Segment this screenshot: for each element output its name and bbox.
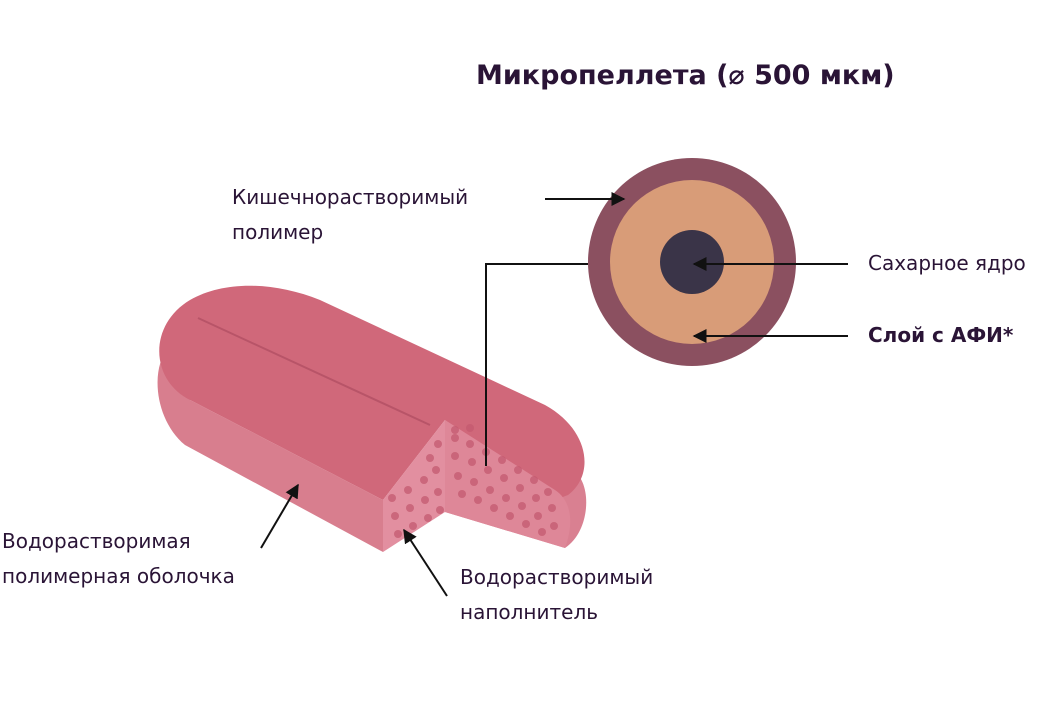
filler-dot <box>544 488 552 496</box>
filler-dot <box>486 486 494 494</box>
filler-dot <box>502 494 510 502</box>
filler-dot <box>454 472 462 480</box>
filler-dot <box>466 424 474 432</box>
filler-dot <box>451 434 459 442</box>
filler-dots <box>388 424 558 538</box>
filler-dot <box>530 476 538 484</box>
filler-dot <box>468 458 476 466</box>
filler-dot <box>432 466 440 474</box>
label-enteric-polymer: Кишечнорастворимый полимер <box>232 180 468 250</box>
filler-dot <box>500 474 508 482</box>
label-water-soluble-shell-line1: Водорастворимая <box>2 529 191 553</box>
filler-dot <box>409 522 417 530</box>
filler-dot <box>518 502 526 510</box>
filler-dot <box>436 506 444 514</box>
connector-pellet-to-tablet <box>485 263 588 466</box>
tablet-top <box>159 285 585 500</box>
filler-dot <box>522 520 530 528</box>
filler-dot <box>474 496 482 504</box>
label-water-soluble-shell: Водорастворимая полимерная оболочка <box>2 524 235 594</box>
filler-dot <box>388 494 396 502</box>
filler-dot <box>534 512 542 520</box>
filler-dot <box>434 488 442 496</box>
filler-dot <box>538 528 546 536</box>
filler-dot <box>394 530 402 538</box>
filler-dot <box>484 466 492 474</box>
filler-dot <box>404 486 412 494</box>
sugar-core <box>660 230 724 294</box>
filler-dot <box>506 512 514 520</box>
label-api-layer: Слой с АФИ* <box>868 323 1014 347</box>
filler-dot <box>498 456 506 464</box>
filler-dot <box>434 440 442 448</box>
label-water-soluble-shell-line2: полимерная оболочка <box>2 564 235 588</box>
label-enteric-polymer-line1: Кишечнорастворимый <box>232 185 469 209</box>
filler-dot <box>516 484 524 492</box>
filler-dot <box>421 496 429 504</box>
filler-dot <box>532 494 540 502</box>
label-water-soluble-filler-line1: Водорастворимый <box>460 565 654 589</box>
label-sugar-core: Сахарное ядро <box>868 251 1026 275</box>
filler-dot <box>470 478 478 486</box>
filler-dot <box>490 504 498 512</box>
filler-dot <box>406 504 414 512</box>
filler-dot <box>548 504 556 512</box>
filler-dot <box>451 452 459 460</box>
tablet-score-line <box>197 317 431 426</box>
tablet-side <box>157 348 383 552</box>
label-water-soluble-filler: Водорастворимый наполнитель <box>460 560 653 630</box>
filler-dot <box>420 476 428 484</box>
micropellet-cross-section <box>588 158 796 366</box>
filler-dot <box>514 466 522 474</box>
arrow-water-soluble-shell <box>260 483 299 549</box>
filler-dot <box>391 512 399 520</box>
label-water-soluble-filler-line2: наполнитель <box>460 600 599 624</box>
filler-dot <box>466 440 474 448</box>
filler-dot <box>451 426 459 434</box>
label-enteric-polymer-line2: полимер <box>232 220 324 244</box>
diagram-title: Микропеллета (⌀ 500 мкм) <box>476 60 895 91</box>
filler-dot <box>550 522 558 530</box>
tablet-illustration <box>157 285 587 552</box>
arrow-water-soluble-filler <box>403 528 448 597</box>
filler-dot <box>424 514 432 522</box>
filler-dot <box>458 490 466 498</box>
filler-dot <box>426 454 434 462</box>
